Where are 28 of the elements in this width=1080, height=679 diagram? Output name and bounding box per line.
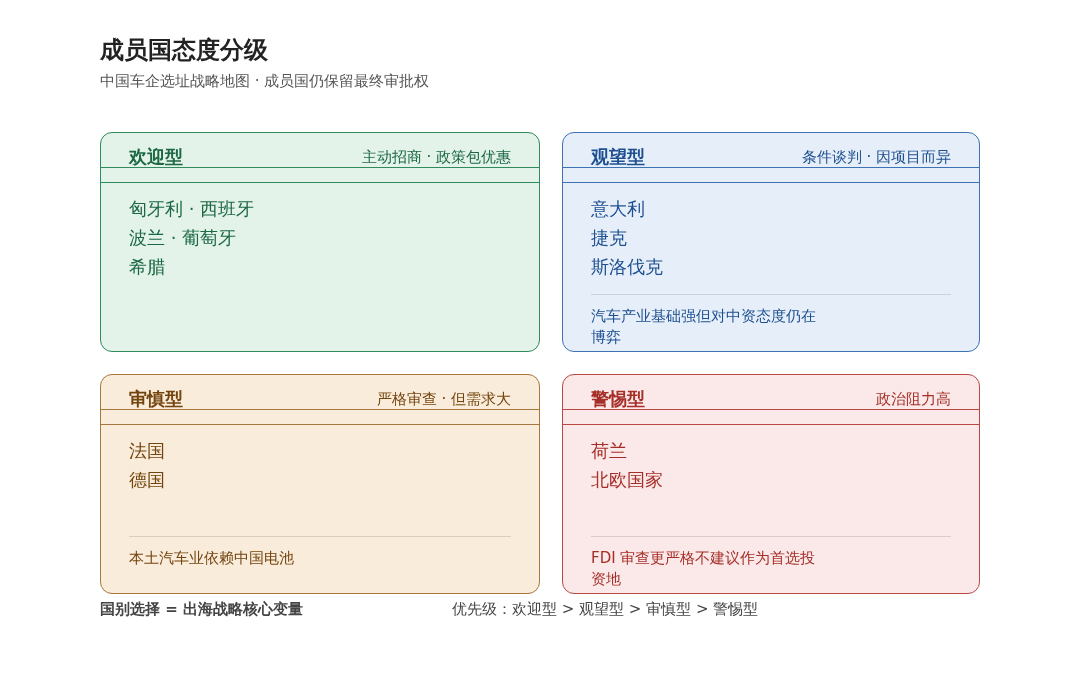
card-note: 汽车产业基础强但对中资态度仍在博弈 [591, 306, 817, 348]
subtitle: 中国车企选址战略地图 · 成员国仍保留最终审批权 [100, 72, 430, 91]
country-name: 北欧国家 [591, 468, 663, 492]
country-name: 斯洛伐克 [591, 255, 663, 279]
country-name: 匈牙利 · 西班牙 [129, 197, 255, 221]
card-tagline: 政治阻力高 [876, 390, 951, 409]
category-card [562, 374, 980, 594]
card-heading: 警惕型 [591, 387, 645, 411]
category-card [100, 132, 540, 352]
card-note: FDI 审查更严格不建议作为首选投资地 [591, 548, 817, 590]
page-title: 成员国态度分级 [100, 35, 268, 66]
card-tagline: 严格审查 · 但需求大 [376, 390, 511, 409]
country-name: 捷克 [591, 226, 627, 250]
country-name: 荷兰 [591, 439, 627, 463]
country-name: 波兰 · 葡萄牙 [129, 226, 237, 250]
card-tagline: 主动招商 · 政策包优惠 [361, 148, 511, 167]
country-name: 希腊 [129, 255, 165, 279]
country-name: 意大利 [591, 197, 645, 221]
card-heading: 欢迎型 [129, 145, 183, 169]
card-note: 本土汽车业依赖中国电池 [129, 548, 295, 569]
card-tagline: 条件谈判 · 因项目而异 [801, 148, 951, 167]
priority-note: 优先级：欢迎型 > 观望型 > 审慎型 > 警惕型 [452, 600, 759, 619]
category-card [100, 374, 540, 594]
category-card [562, 132, 980, 352]
card-heading: 审慎型 [129, 387, 183, 411]
card-heading: 观望型 [591, 145, 645, 169]
country-name: 法国 [129, 439, 165, 463]
country-name: 德国 [129, 468, 165, 492]
